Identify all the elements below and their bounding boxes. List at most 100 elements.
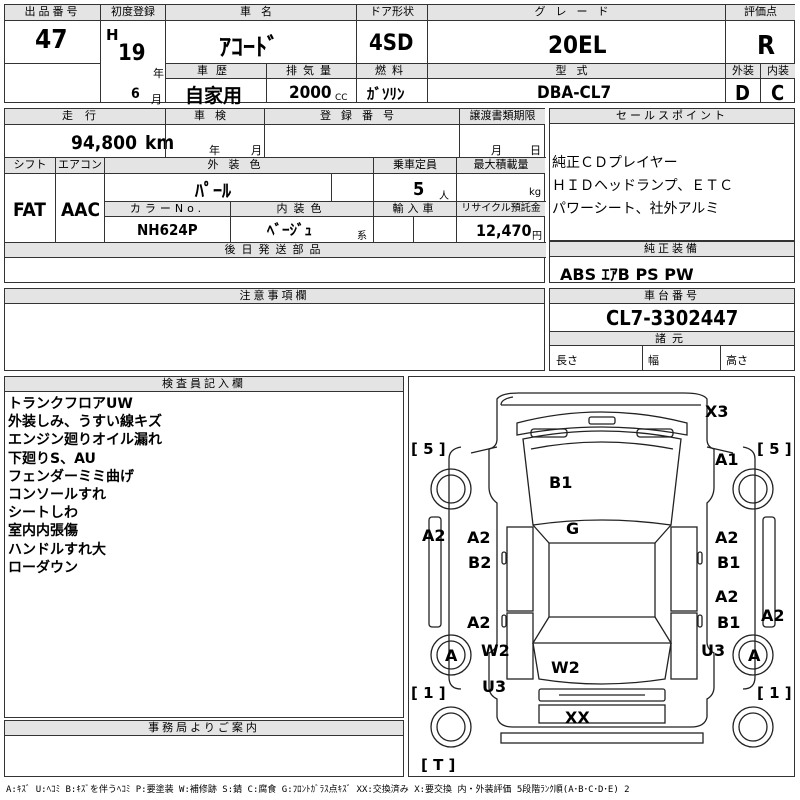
sales-point-label: セールスポイント — [550, 109, 794, 124]
score: R — [757, 31, 776, 61]
history: 自家用 — [185, 85, 243, 107]
mileage-unit: km — [145, 132, 175, 154]
displacement-label: 排気量 — [267, 64, 356, 79]
mark-a-left-wheel: A — [445, 646, 458, 665]
mark-u3-right: U3 — [701, 641, 726, 660]
mark-b1-front-right-door: B1 — [717, 553, 741, 572]
mark-g: G — [566, 519, 580, 538]
registration-year: 19 — [118, 41, 146, 66]
mark-a2-left: A2 — [422, 526, 446, 545]
note-line: トランクフロアUW — [8, 396, 133, 412]
inspector-notes: トランクフロアUW 外装しみ、うすい線キズ エンジン廻りオイル漏れ 下廻りS、A… — [8, 395, 162, 577]
exterior-color: ﾊﾟｰﾙ — [195, 181, 231, 202]
note-line: ハンドルすれ大 — [8, 541, 106, 558]
model-label: 型式 — [428, 64, 725, 79]
note-line: フェンダーミミ曲げ — [8, 468, 134, 485]
mark-a1: A1 — [715, 450, 739, 469]
note-line: エンジン廻りオイル漏れ — [8, 432, 162, 449]
bracket-top-left: [ 5 ] — [411, 440, 446, 458]
transfer-day-unit: 日 — [530, 144, 541, 157]
interior-color: ﾍﾞｰｼﾞｭ — [267, 221, 313, 239]
month-unit: 月 — [151, 93, 162, 106]
history-label: 車歴 — [166, 64, 266, 79]
mark-a2-rear-right-door: A2 — [715, 587, 739, 606]
car-name-label: 車名 — [166, 5, 356, 21]
note-line: シートしわ — [8, 505, 78, 522]
mark-w2-left: W2 — [481, 641, 510, 660]
bracket-bottom-left: [ 1 ] — [411, 684, 446, 702]
mark-b1-rear-right-door: B1 — [717, 613, 741, 632]
fuel: ｶﾞｿﾘﾝ — [367, 85, 405, 103]
interior-color-label: 内装色 — [231, 202, 373, 217]
color-number-label: カラーNo. — [105, 202, 230, 217]
lot-label: 出品番号 — [5, 5, 100, 21]
chassis-number: CL7-3302447 — [606, 306, 739, 330]
grade-label: グレード — [428, 5, 725, 21]
sales-point-line: 純正ＣＤプレイヤー — [552, 155, 678, 171]
lot-number: 47 — [35, 25, 68, 55]
model-code: DBA-CL7 — [537, 83, 612, 103]
mark-x3: X3 — [705, 402, 729, 421]
bracket-top-right: [ 5 ] — [757, 440, 792, 458]
car-name: ｱｺｰﾄﾞ — [219, 33, 279, 61]
ac-label: エアコン — [56, 158, 104, 174]
mark-a2-right: A2 — [761, 606, 785, 625]
first-registration-label: 初度登録 — [101, 5, 165, 21]
inspector-label: 検査員記入欄 — [5, 377, 403, 392]
registration-month: 6 — [131, 86, 140, 102]
recycle-label: リサイクル預託金 — [457, 202, 545, 217]
inspection-label: 車検 — [166, 109, 264, 125]
equipment-panel: 純正装備 ABS ｴｱB PS PW — [549, 241, 795, 284]
car-outline-svg — [428, 392, 776, 748]
spec-label: 諸元 — [550, 331, 794, 346]
mark-w2-rear: W2 — [551, 658, 580, 677]
exterior-color-label: 外装色 — [105, 158, 373, 174]
shift-label: シフト — [5, 158, 55, 174]
mark-a2-front-left-door: A2 — [467, 528, 491, 547]
mileage-label: 走行 — [5, 109, 165, 125]
equipment-label: 純正装備 — [550, 242, 794, 257]
transfer-month-unit: 月 — [491, 144, 502, 157]
exterior-label: 外装 — [726, 64, 760, 79]
registration-number-label: 登録番号 — [265, 109, 459, 125]
mark-b2: B2 — [468, 553, 492, 572]
bracket-trunk: [ T ] — [421, 756, 456, 774]
mark-a-right-wheel: A — [748, 646, 761, 665]
capacity: 5 — [413, 179, 425, 200]
transfer-deadline-label: 譲渡書類期限 — [460, 109, 545, 125]
legend: A:ｷｽﾞ U:ﾍｺﾐ B:ｷｽﾞを伴うﾍｺﾐ P:要塗装 W:補修跡 S:錆 … — [6, 785, 630, 795]
width-label: 幅 — [648, 354, 659, 367]
max-load-unit: kg — [529, 187, 542, 198]
mileage: 94,800 — [71, 132, 137, 154]
vehicle-details: 走行 94,800 km 車検 年 月 登録番号 譲渡書類期限 月 日 シフト … — [4, 108, 546, 283]
shift: FAT — [13, 199, 46, 221]
capacity-unit: 人 — [439, 191, 449, 202]
interior-color-unit: 系 — [357, 231, 367, 242]
capacity-label: 乗車定員 — [374, 158, 456, 174]
inspection-month-unit: 月 — [251, 144, 262, 157]
displacement-unit: CC — [335, 93, 348, 103]
inspector-panel: 検査員記入欄 トランクフロアUW 外装しみ、うすい線キズ エンジン廻りオイル漏れ… — [4, 376, 404, 718]
equipment: ABS ｴｱB PS PW — [560, 265, 694, 284]
sales-point-list: 純正ＣＤプレイヤー ＨＩＤヘッドランプ、ＥＴＣ パワーシート、社外アルミ — [552, 152, 792, 221]
grade: 20EL — [548, 31, 607, 59]
max-load-label: 最大積載量 — [457, 158, 545, 174]
door-type: 4SD — [369, 31, 414, 56]
note-line: ローダウン — [8, 559, 78, 576]
length-label: 長さ — [556, 354, 578, 367]
note-line: 室内内張傷 — [8, 523, 78, 540]
interior-grade: C — [771, 81, 785, 105]
note-line: コンソールすれ — [8, 487, 106, 504]
damage-diagram: X3 A1 B1 G A2 A2 B2 A2 A2 B1 A2 B1 A2 A … — [408, 376, 795, 777]
score-label: 評価点 — [726, 5, 795, 21]
mark-a2-rear-left-door: A2 — [467, 613, 491, 632]
sales-point-panel: セールスポイント 純正ＣＤプレイヤー ＨＩＤヘッドランプ、ＥＴＣ パワーシート、… — [549, 108, 795, 241]
office-panel: 事務局よりご案内 — [4, 720, 404, 777]
color-number: NH624P — [137, 221, 198, 239]
bracket-bottom-right: [ 1 ] — [757, 684, 792, 702]
header-block: 出品番号 47 初度登録 H 19 年 6 月 車名 ｱｺｰﾄﾞ ドア形状 4S… — [4, 4, 795, 107]
mark-xx: XX — [565, 708, 590, 727]
era: H — [106, 26, 119, 44]
height-label: 高さ — [726, 354, 748, 367]
air-conditioner: AAC — [61, 199, 101, 221]
